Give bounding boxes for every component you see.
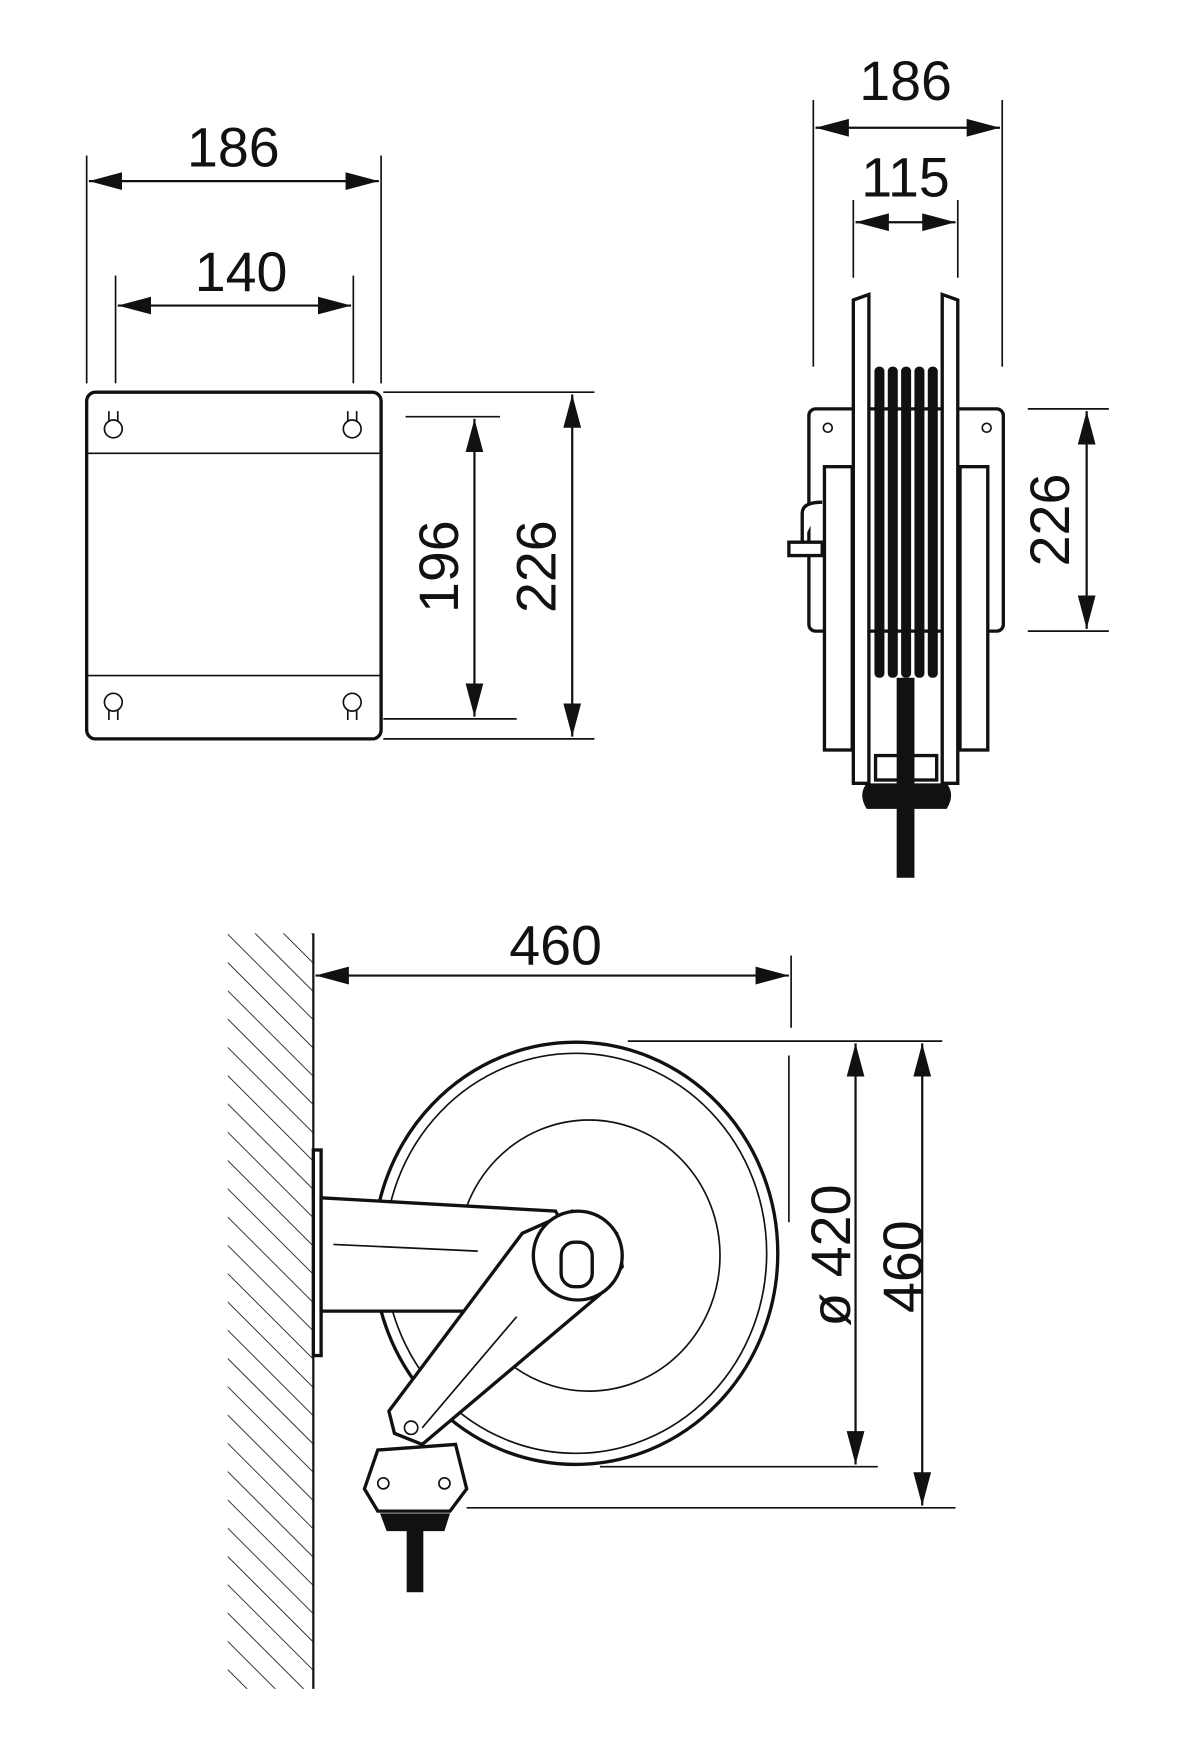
hose [406,1527,424,1593]
mounting-plate [85,390,383,741]
dim-plate-height: 226 [1019,474,1081,567]
dim-front-height: 226 [506,520,568,613]
dim-drum-width: 115 [861,147,950,209]
dim-overall-height: 460 [872,1220,934,1313]
profile-view: 460 ø 420 460 [227,914,956,1689]
dim-front-width: 186 [187,117,280,179]
dim-hole-spacing-width: 140 [195,241,288,303]
dim-drum-diameter: ø 420 [800,1185,862,1327]
keyhole-icon [103,411,362,720]
drum-flange [940,292,960,785]
side-view: 186 115 226 [787,50,1109,878]
front-view: 186 140 196 226 [85,117,595,741]
dim-wall-projection: 460 [509,914,602,976]
dim-side-width: 186 [859,50,952,112]
swivel-icon [559,1240,594,1289]
wall [227,933,314,1689]
hose [896,677,915,878]
dim-hole-spacing-height: 196 [408,520,470,613]
drum-flange [851,292,871,785]
hose-coils [874,366,938,678]
